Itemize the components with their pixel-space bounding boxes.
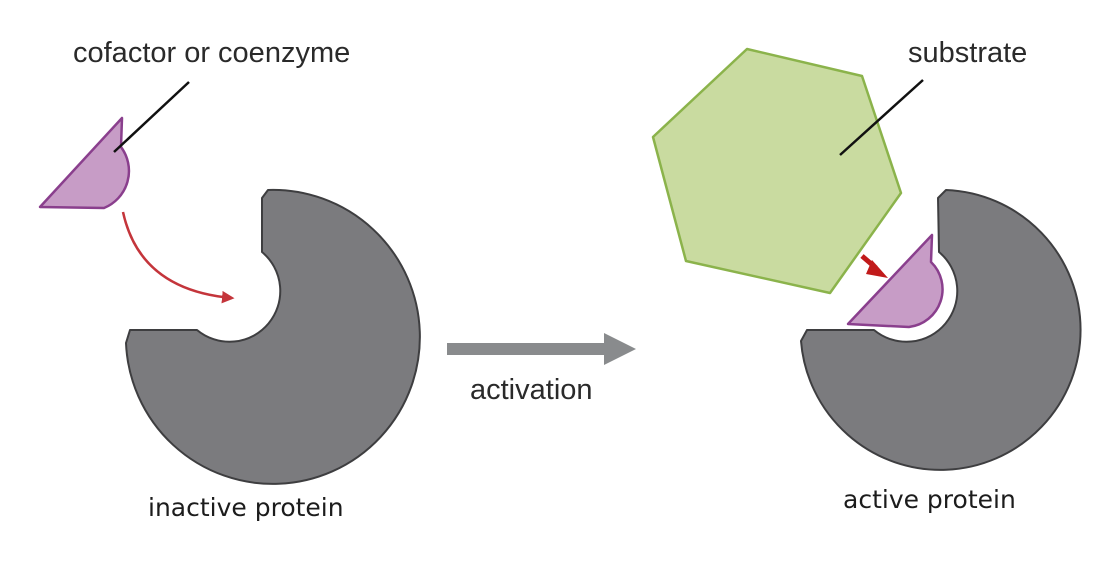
substrate-leader-line: [839, 79, 924, 156]
active-protein-shape: [800, 189, 1082, 471]
active-protein-label: active protein: [843, 485, 1016, 514]
cofactor-bound-shape: [846, 233, 944, 329]
substrate-binding-arrow-head: [866, 260, 888, 278]
inactive-protein-label: inactive protein: [148, 493, 344, 522]
activation-arrow-shaft: [447, 343, 607, 355]
binding-curved-arrow: [121, 211, 235, 304]
cofactor-label: cofactor or coenzyme: [73, 37, 350, 69]
cofactor-free-shape: [38, 116, 131, 210]
activation-arrow-head: [604, 333, 636, 365]
activation-label: activation: [470, 374, 593, 406]
inactive-protein-shape: [125, 188, 421, 485]
substrate-label: substrate: [908, 37, 1027, 69]
cofactor-leader-line: [113, 81, 190, 153]
substrate-shape: [651, 47, 903, 295]
